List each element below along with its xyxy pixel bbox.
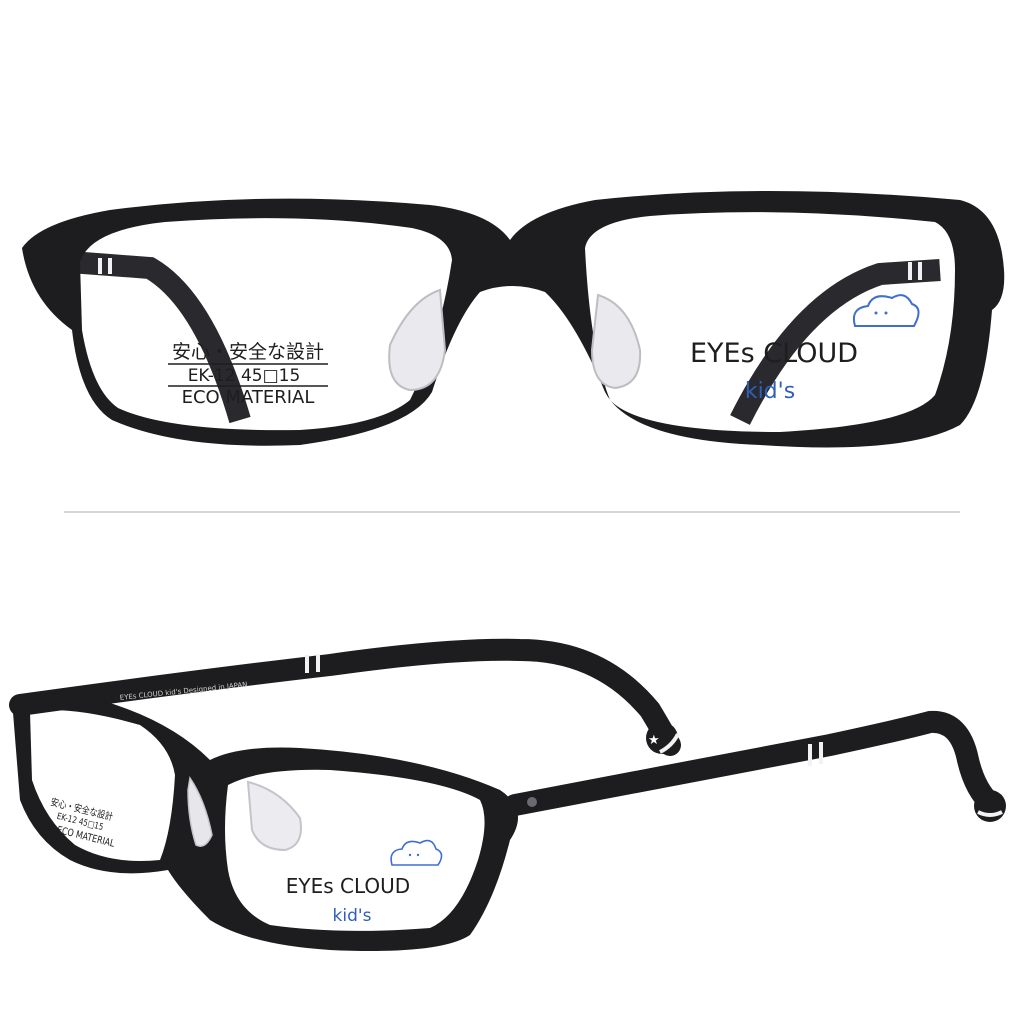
- brand-name: EYEs CLOUD: [690, 338, 858, 369]
- near-temple-stripe-2: [819, 742, 823, 764]
- far-temple-stripe: [305, 655, 309, 673]
- angled-brand-name: EYEs CLOUD: [286, 874, 410, 898]
- left-nose-pad: [388, 288, 447, 392]
- left-temple-stripe-2: [108, 258, 112, 274]
- near-temple: [504, 710, 1003, 816]
- right-temple-stripe: [908, 262, 912, 280]
- far-temple: [9, 638, 681, 756]
- angled-nose-pad-far: [187, 776, 213, 847]
- glasses-angled-view: ★ EYEs CLOUD kid's Designed in JAPAN 安心・…: [9, 638, 1006, 951]
- hinge-screw: [527, 797, 537, 807]
- right-temple-stripe-2: [918, 262, 922, 280]
- angled-cloud-logo-icon: [390, 839, 443, 866]
- right-temple-behind: [730, 259, 941, 425]
- far-temple-tip-stripe: [659, 733, 680, 754]
- right-lens-brand: EYEs CLOUD kid's: [690, 294, 920, 404]
- lens-label-line2: EK-12 45□15: [188, 366, 301, 386]
- near-temple-tip-stripe: [977, 810, 1003, 817]
- angled-front-frame: [12, 694, 518, 951]
- near-temple-tip: [974, 790, 1006, 822]
- left-temple-behind: [69, 251, 251, 424]
- left-temple-stripe: [98, 258, 102, 274]
- lens-label-line1: 安心・安全な設計: [172, 341, 324, 363]
- far-temple-stripe-2: [316, 654, 320, 672]
- near-temple-stripe: [808, 744, 812, 766]
- star-icon: ★: [648, 733, 660, 748]
- glasses-front-view: 安心・安全な設計 EK-12 45□15 ECO MATERIAL EYEs C…: [22, 191, 1005, 448]
- right-nose-pad: [590, 293, 642, 390]
- front-frame: [22, 191, 1005, 448]
- left-lens-label: 安心・安全な設計 EK-12 45□15 ECO MATERIAL: [168, 341, 328, 408]
- cloud-logo-icon: [852, 294, 920, 327]
- brand-sub: kid's: [745, 379, 795, 404]
- angled-brand-sub: kid's: [333, 906, 372, 926]
- lens-label-line3: ECO MATERIAL: [182, 387, 315, 408]
- angled-right-lens-brand: EYEs CLOUD kid's: [286, 839, 443, 926]
- angled-nose-pad: [246, 780, 302, 852]
